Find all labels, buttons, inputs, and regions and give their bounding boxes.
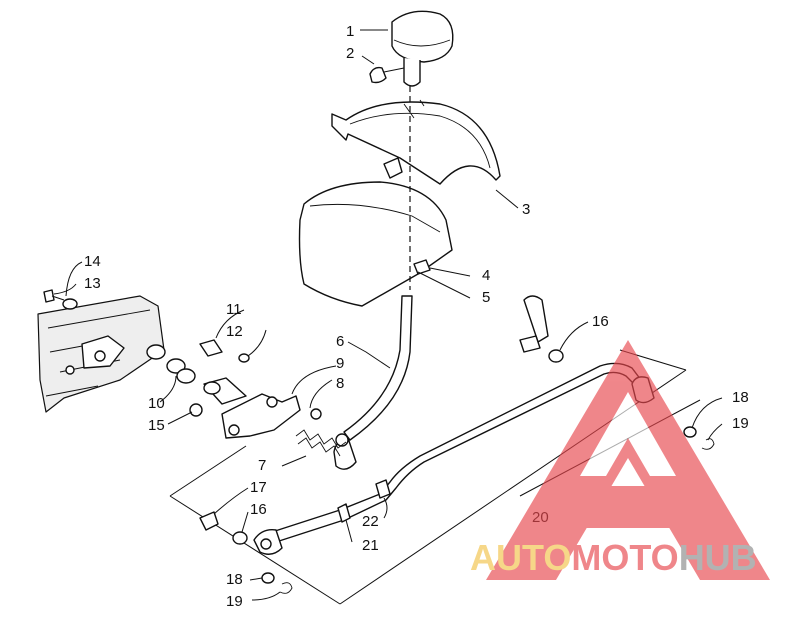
callout-14: 14 xyxy=(84,253,101,270)
watermark-auto: AUTO xyxy=(470,537,571,578)
pivot-bolt-upper xyxy=(519,295,564,363)
watermark-logo: AUTOMOTOHUB xyxy=(470,340,770,580)
callout-21: 21 xyxy=(362,537,379,554)
callout-22: 22 xyxy=(362,513,379,530)
shift-knob xyxy=(391,10,454,87)
callout-9: 9 xyxy=(336,355,344,372)
bracket-bolt xyxy=(43,289,78,310)
callout-13: 13 xyxy=(84,275,101,292)
knob-screw xyxy=(369,66,405,84)
shift-lever-rod xyxy=(333,295,413,470)
callout-3: 3 xyxy=(522,201,530,218)
pivot-bolt-lower xyxy=(199,511,248,545)
watermark-hub: HUB xyxy=(679,537,757,578)
callout-17: 17 xyxy=(250,479,267,496)
callout-4: 4 xyxy=(482,267,490,284)
callout-10: 10 xyxy=(148,395,165,412)
callout-12: 12 xyxy=(226,323,243,340)
shift-console-cover xyxy=(298,99,501,307)
callout-16-upper: 16 xyxy=(592,313,609,330)
callout-19-upper: 19 xyxy=(732,415,749,432)
svg-text:AUTOMOTOHUB: AUTOMOTOHUB xyxy=(470,537,757,578)
callout-1: 1 xyxy=(346,23,354,40)
callout-16-lower: 16 xyxy=(250,501,267,518)
watermark-moto: MOTO xyxy=(571,537,678,578)
callout-7: 7 xyxy=(258,457,266,474)
callout-8: 8 xyxy=(336,375,344,392)
callout-19-lower: 19 xyxy=(226,593,243,610)
callout-2: 2 xyxy=(346,45,354,62)
leader-lines xyxy=(53,29,723,601)
callout-18-lower: 18 xyxy=(226,571,243,588)
pivot-shaft xyxy=(146,339,250,417)
callout-numbers: 1 2 3 4 5 6 9 8 7 11 12 10 15 14 13 16 1… xyxy=(84,23,749,610)
washer-clip-lower xyxy=(261,572,293,594)
return-spring xyxy=(295,429,347,457)
shaft-grommet xyxy=(413,259,431,275)
callout-11: 11 xyxy=(226,301,242,318)
watermark-triangle xyxy=(486,340,770,580)
shift-lever-bracket xyxy=(221,393,322,439)
mounting-bracket xyxy=(37,295,165,413)
callout-5: 5 xyxy=(482,289,490,306)
callout-18-upper: 18 xyxy=(732,389,749,406)
callout-15: 15 xyxy=(148,417,165,434)
callout-6: 6 xyxy=(336,333,344,350)
